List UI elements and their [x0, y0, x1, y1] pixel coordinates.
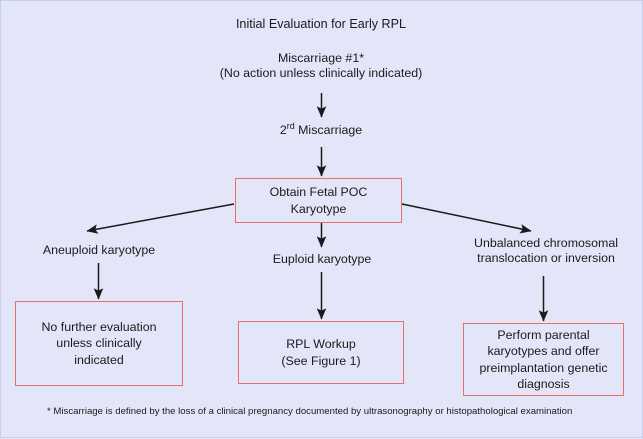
second-miscarriage-rest: Miscarriage	[294, 123, 363, 138]
second-miscarriage-number: 2	[279, 123, 287, 138]
node-second-miscarriage: 2rd Miscarriage	[201, 121, 441, 138]
label-euploid-karyotype: Euploid karyotype	[272, 252, 372, 266]
page-title: Initial Evaluation for Early RPL	[235, 17, 407, 31]
node-miscarriage-1: Miscarriage #1* (No action unless clinic…	[219, 51, 423, 81]
box-no-further-evaluation[interactable]: No further evaluation unless clinically …	[15, 301, 183, 386]
box-perform-parental-karyotypes[interactable]: Perform parental karyotypes and offer pr…	[463, 323, 624, 396]
label-aneuploid-karyotype: Aneuploid karyotype	[42, 243, 156, 257]
box-rpl-workup[interactable]: RPL Workup (See Figure 1)	[238, 321, 404, 384]
label-unbalanced-translocation: Unbalanced chromosomal translocation or …	[474, 236, 618, 266]
arrow-karyotype-to-unbalanced	[401, 203, 532, 234]
footnote: * Miscarriage is defined by the loss of …	[47, 406, 573, 417]
arrow-karyotype-to-aneuploid	[86, 203, 235, 234]
second-miscarriage-ordinal: rd	[286, 121, 295, 131]
box-obtain-fetal-poc-karyotype[interactable]: Obtain Fetal POC Karyotype	[235, 178, 402, 223]
